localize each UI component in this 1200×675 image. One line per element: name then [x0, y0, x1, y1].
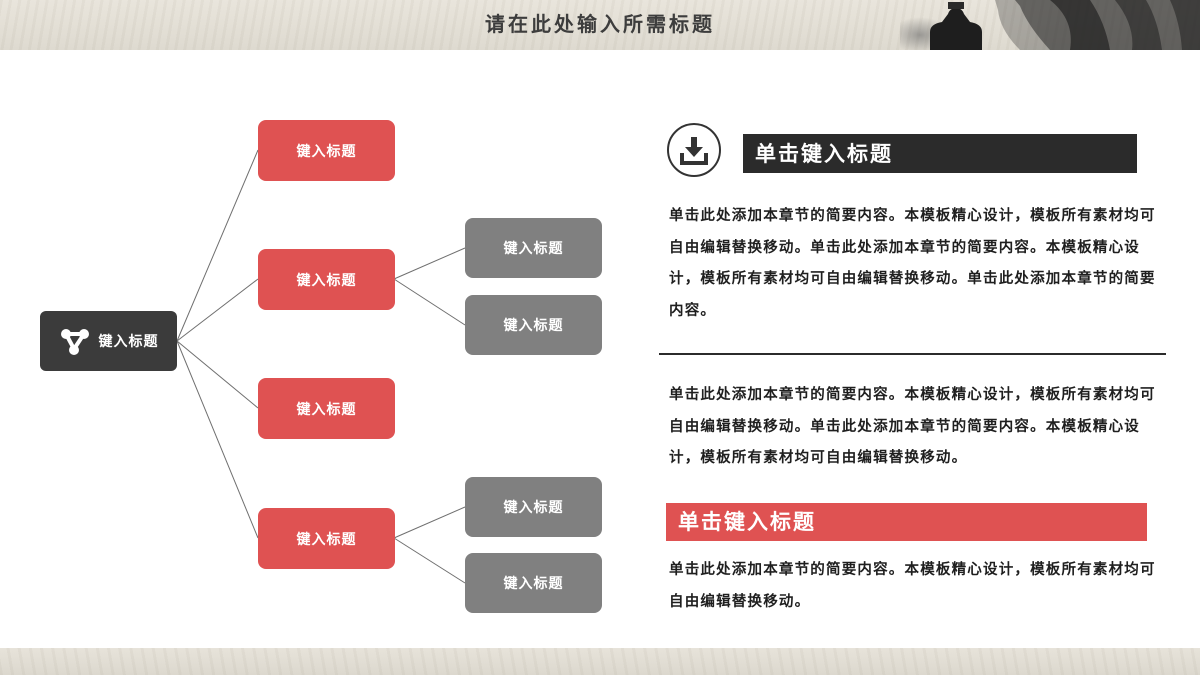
share-nodes-icon [60, 329, 89, 355]
mindmap-leaf-node: 键入标题 [465, 477, 602, 537]
connector-branch-2-child-2 [393, 278, 466, 326]
section-divider [659, 353, 1166, 355]
section-1-heading: 单击键入标题 [743, 134, 1137, 173]
connector-branch-4-child-1 [393, 506, 466, 539]
mindmap-leaf-node: 键入标题 [465, 295, 602, 355]
section-1-paragraph: 单击此处添加本章节的简要内容。本模板精心设计，模板所有素材均可自由编辑替换移动。… [669, 207, 1156, 319]
mindmap-branch-node: 键入标题 [258, 378, 395, 439]
branch-node-label: 键入标题 [296, 531, 357, 548]
section-3-paragraph: 单击此处添加本章节的简要内容。本模板精心设计，模板所有素材均可自由编辑替换移动。 [669, 561, 1156, 610]
section-3-heading: 单击键入标题 [666, 503, 1147, 541]
connector-root-branch-1 [176, 149, 259, 342]
leaf-node-label: 键入标题 [503, 241, 564, 257]
mindmap-root-node: 键入标题 [40, 311, 177, 371]
connector-branch-2-child-1 [393, 247, 466, 280]
footer-band [0, 648, 1200, 675]
connector-root-branch-2 [176, 278, 259, 342]
leaf-node-label: 键入标题 [503, 576, 564, 592]
header-band: 请在此处输入所需标题 [0, 0, 1200, 50]
connector-root-branch-4 [176, 340, 259, 539]
root-node-label: 键入标题 [98, 334, 159, 350]
mindmap-branch-node: 键入标题 [258, 508, 395, 569]
branch-node-label: 键入标题 [296, 401, 357, 418]
mindmap-branch-node: 键入标题 [258, 249, 395, 310]
connector-root-branch-3 [176, 340, 259, 409]
mindmap-leaf-node: 键入标题 [465, 553, 602, 613]
mindmap-branch-node: 键入标题 [258, 120, 395, 181]
mindmap-leaf-node: 键入标题 [465, 218, 602, 278]
branch-node-label: 键入标题 [296, 272, 357, 289]
leaf-node-label: 键入标题 [503, 318, 564, 334]
branch-node-label: 键入标题 [296, 143, 357, 160]
page-title: 请在此处输入所需标题 [485, 12, 715, 36]
download-icon [667, 123, 721, 177]
leaf-node-label: 键入标题 [503, 500, 564, 516]
section-2-paragraph: 单击此处添加本章节的简要内容。本模板精心设计，模板所有素材均可自由编辑替换移动。… [669, 386, 1156, 466]
ink-painting-decoration [900, 0, 1200, 50]
connector-branch-4-child-2 [393, 537, 466, 584]
